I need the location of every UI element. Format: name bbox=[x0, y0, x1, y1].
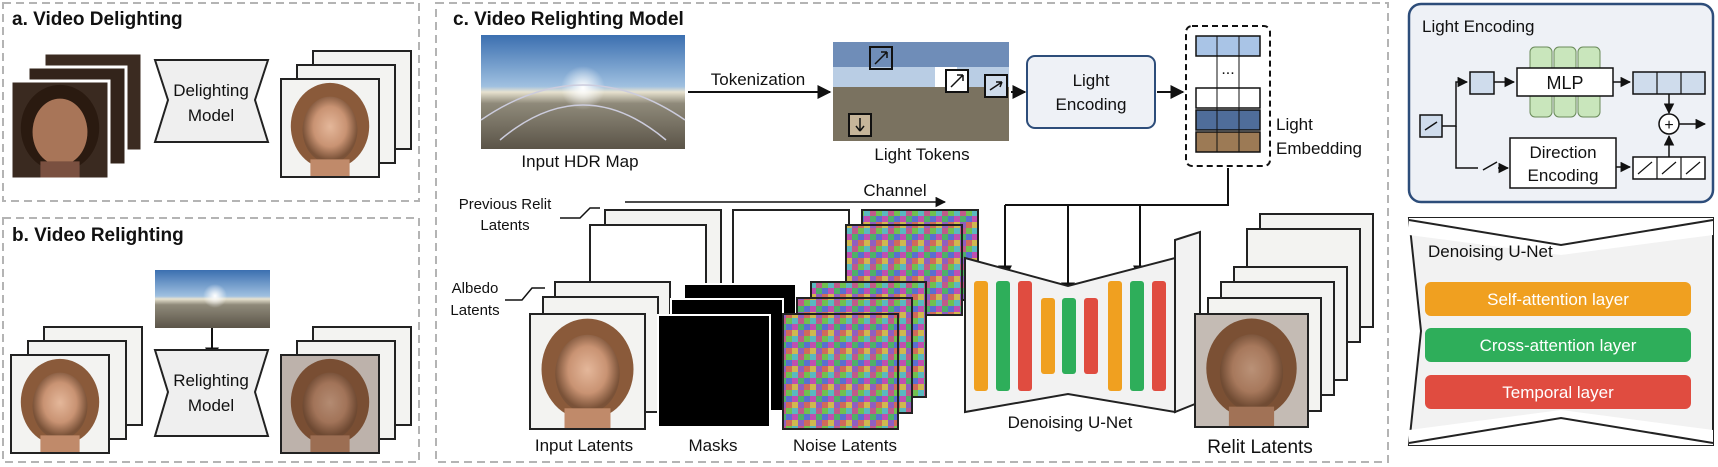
dark-input-frames bbox=[9, 51, 144, 181]
light-tokens-grid bbox=[833, 42, 1009, 141]
sum-symbol: + bbox=[1664, 117, 1673, 134]
panel-a-title: a. Video Delighting bbox=[12, 9, 183, 30]
light-encoding-detail-panel: Light Encoding MLP + Direction Enc bbox=[1407, 2, 1715, 204]
input-hdr-map bbox=[480, 35, 686, 149]
light-embedding-stack: ... bbox=[1185, 25, 1271, 167]
panel-b-title: b. Video Relighting bbox=[12, 225, 184, 246]
light-embedding-label-2: Embedding bbox=[1276, 139, 1362, 158]
previous-relit-label-1: Previous Relit bbox=[459, 196, 552, 213]
denoising-unet bbox=[964, 230, 1201, 414]
relighting-model-block: Relighting Model bbox=[153, 349, 270, 437]
panel-video-relighting: b. Video Relighting Relighting Model bbox=[2, 217, 420, 463]
legend-swatch-temporal bbox=[1425, 375, 1691, 409]
albedo-label-2: Latents bbox=[450, 302, 499, 319]
sum-node: + bbox=[1658, 113, 1680, 135]
legend-swatch-cross-attention bbox=[1425, 328, 1691, 362]
channel-label: Channel bbox=[863, 181, 926, 200]
unet-legend-panel: Denoising U-Net Self-attention layer Cro… bbox=[1407, 217, 1714, 446]
masks-label: Masks bbox=[688, 436, 737, 455]
embedding-ellipsis: ... bbox=[1221, 61, 1234, 78]
legend-swatch-self-attention bbox=[1425, 282, 1691, 316]
mlp-block: MLP bbox=[1516, 46, 1614, 118]
legend-label-cross-attention: Cross-attention layer bbox=[1480, 336, 1637, 355]
legend-label-temporal: Temporal layer bbox=[1502, 383, 1614, 402]
input-latents-stack bbox=[529, 281, 671, 430]
noise-latents-stack bbox=[782, 281, 927, 430]
hdr-map-thumbnail bbox=[155, 270, 270, 328]
embedding-feed-line bbox=[1005, 168, 1229, 206]
delighting-model-label-1: Delighting bbox=[173, 81, 249, 100]
light-tokens-label: Light Tokens bbox=[874, 145, 969, 164]
direction-encoding-label-1: Direction bbox=[1529, 143, 1596, 162]
mlp-label: MLP bbox=[1546, 73, 1583, 93]
unet-label: Denoising U-Net bbox=[1008, 413, 1133, 432]
direction-encoding-label-2: Encoding bbox=[1528, 166, 1599, 185]
relit-output-frames-b bbox=[280, 326, 412, 454]
delit-output-frames bbox=[280, 50, 412, 178]
light-encoding-box: Light Encoding bbox=[1026, 55, 1156, 129]
delighting-model-label-2: Model bbox=[188, 106, 234, 125]
relighting-model-label-2: Model bbox=[188, 396, 234, 415]
tokenization-label: Tokenization bbox=[711, 70, 806, 89]
light-embedding-label-1: Light bbox=[1276, 115, 1313, 134]
input-frames-b bbox=[10, 326, 143, 454]
masks-stack bbox=[657, 283, 797, 428]
albedo-label-1: Albedo bbox=[452, 280, 499, 297]
input-latents-label: Input Latents bbox=[535, 436, 633, 455]
previous-relit-label-2: Latents bbox=[480, 217, 529, 234]
light-encoding-label-1: Light bbox=[1073, 71, 1110, 90]
light-encoding-label-2: Encoding bbox=[1056, 95, 1127, 114]
relighting-model-label-1: Relighting bbox=[173, 371, 249, 390]
delighting-model-block: Delighting Model bbox=[153, 59, 270, 143]
noise-latents-label: Noise Latents bbox=[793, 436, 897, 455]
panel-video-delighting: a. Video Delighting Delighting Model bbox=[2, 2, 420, 202]
panel-c-title: c. Video Relighting Model bbox=[453, 9, 684, 30]
legend-title: Denoising U-Net bbox=[1428, 242, 1553, 261]
relit-latents-stack bbox=[1194, 213, 1374, 428]
input-hdr-label: Input HDR Map bbox=[521, 152, 638, 171]
light-encoding-title: Light Encoding bbox=[1422, 17, 1534, 36]
legend-label-self-attention: Self-attention layer bbox=[1487, 290, 1629, 309]
relit-latents-label: Relit Latents bbox=[1207, 437, 1313, 458]
panel-video-relighting-model: c. Video Relighting Model Input HDR Map … bbox=[435, 2, 1389, 463]
direction-encoding-block: Direction Encoding bbox=[1509, 137, 1617, 189]
